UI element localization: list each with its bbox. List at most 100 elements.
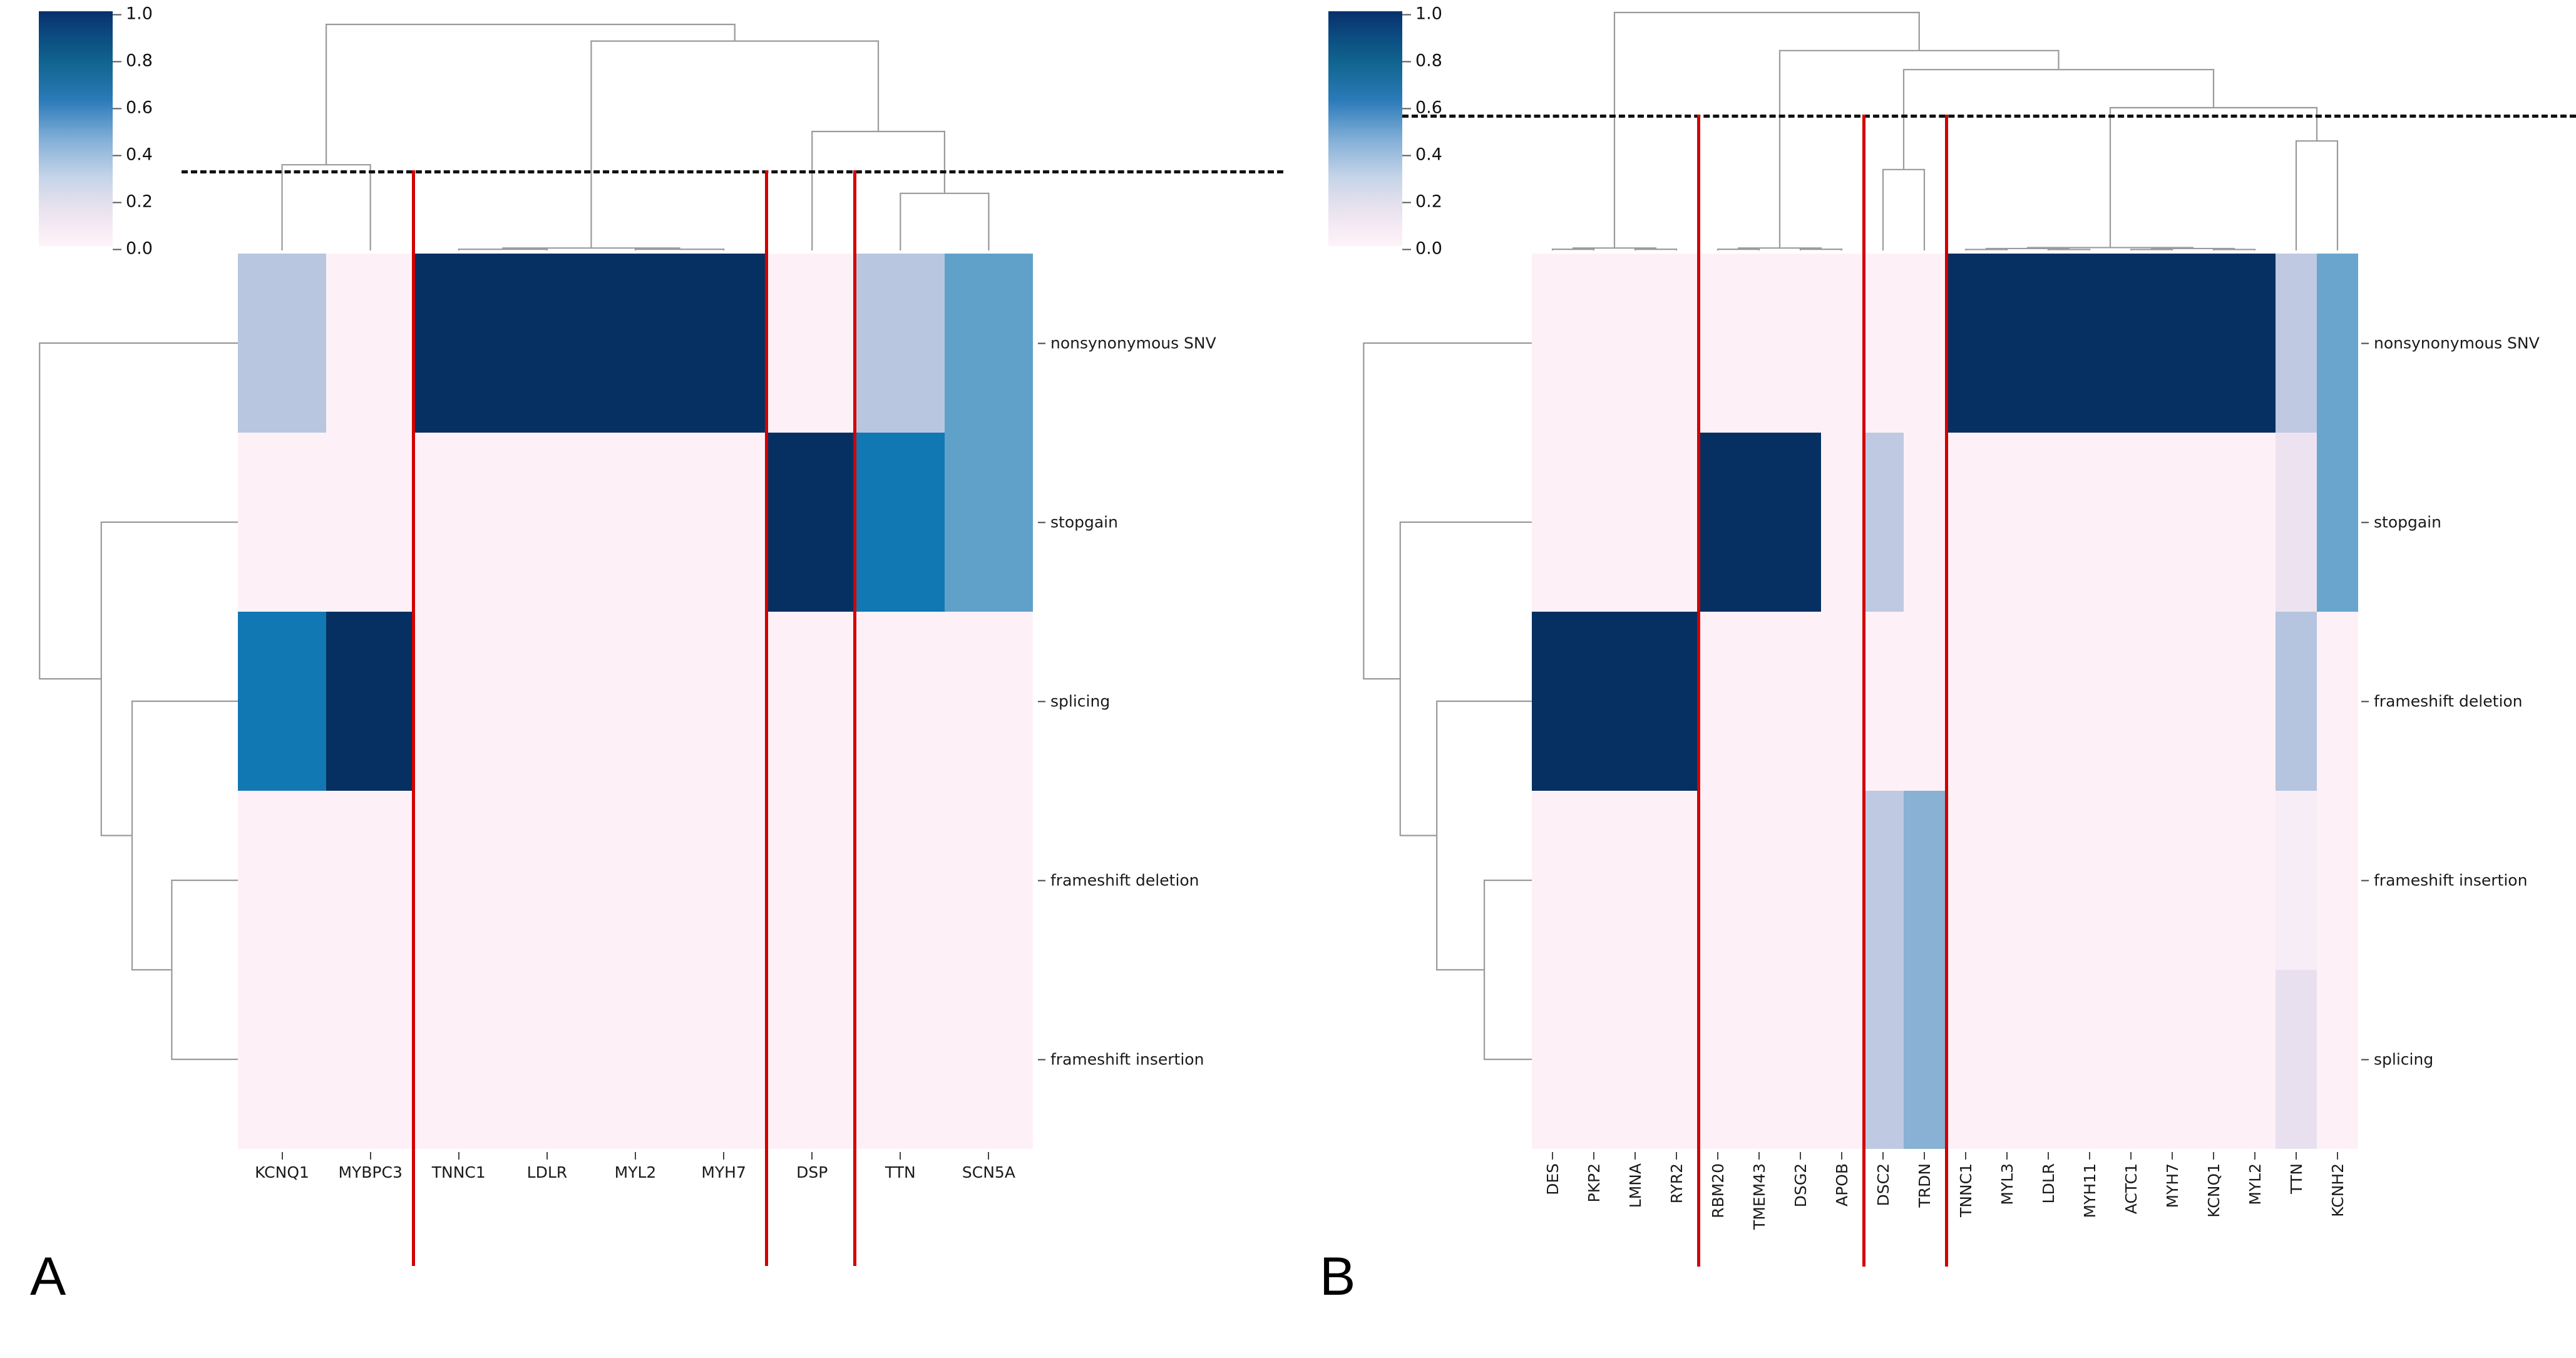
x-tick-text: MYH7 — [2163, 1163, 2182, 1208]
x-tick-label: TMEM43 — [1738, 1152, 1780, 1296]
y-tick-mark — [2361, 701, 2369, 702]
heatmap-cell — [856, 612, 945, 791]
x-tick-text: ACTC1 — [2122, 1163, 2140, 1215]
heatmap-cell — [2276, 970, 2317, 1149]
x-tick-mark — [900, 1152, 901, 1160]
y-tick-mark — [1038, 1059, 1045, 1060]
heatmap-cell — [1573, 970, 1614, 1149]
heatmap-cell — [2152, 433, 2193, 612]
heatmap-cell — [1780, 254, 1821, 433]
heatmap-cell — [856, 970, 945, 1149]
threshold-line-a — [182, 170, 1283, 173]
y-tick-text: frameshift deletion — [2374, 692, 2523, 711]
heatmap-cell — [1904, 254, 1945, 433]
heatmap-cell — [238, 612, 327, 791]
heatmap-cell — [1614, 791, 1656, 970]
heatmap-cell — [2069, 612, 2110, 791]
heatmap-cell — [1780, 791, 1821, 970]
heatmap-cell — [679, 970, 768, 1149]
heatmap-cell — [1821, 254, 1862, 433]
x-tick-text: LMNA — [1626, 1163, 1645, 1208]
x-tick-mark — [369, 1152, 371, 1160]
colorbar-tick-a-5: 0.0 — [113, 239, 153, 259]
heatmap-cell — [2276, 791, 2317, 970]
heatmap-cell — [2152, 791, 2193, 970]
x-tick-mark — [2337, 1152, 2338, 1160]
heatmap-cell — [1656, 612, 1697, 791]
heatmap-cell — [767, 254, 856, 433]
x-tick-label: MYL3 — [1986, 1152, 2028, 1296]
heatmap-cell — [1573, 254, 1614, 433]
colorbar-tick-a-2: 0.6 — [113, 98, 153, 118]
heatmap-cell — [2193, 791, 2234, 970]
x-tick-mark — [2296, 1152, 2297, 1160]
x-tick-label: MYL2 — [2234, 1152, 2276, 1296]
cut-line-a-2 — [765, 170, 768, 1266]
x-tick-label: LDLR — [503, 1152, 591, 1240]
heatmap-cell — [1780, 970, 1821, 1149]
x-tick-mark — [2048, 1152, 2049, 1160]
dendrogram-link — [2295, 140, 2339, 250]
y-tick-label: splicing — [1038, 692, 1110, 711]
x-tick-label: APOB — [1821, 1152, 1862, 1296]
heatmap-cell — [1656, 970, 1697, 1149]
colorbar-tick-b-2: 0.6 — [1402, 98, 1442, 118]
heatmap-cell — [503, 612, 592, 791]
heatmap-cell — [1738, 433, 1780, 612]
x-tick-mark — [1882, 1152, 1884, 1160]
heatmap-cell — [414, 254, 503, 433]
heatmap-cell — [1862, 970, 1904, 1149]
heatmap-cell — [1614, 433, 1656, 612]
heatmap-cell — [944, 433, 1033, 612]
x-tick-text: DSC2 — [1874, 1163, 1892, 1206]
heatmap-cell — [2193, 612, 2234, 791]
heatmap-cell — [1986, 791, 2028, 970]
y-tick-label: nonsynonymous SNV — [2361, 334, 2540, 352]
x-tick-mark — [458, 1152, 459, 1160]
heatmap-cell — [1904, 433, 1945, 612]
dendrogram-link — [1964, 249, 2008, 250]
heatmap-cell — [2234, 254, 2276, 433]
dendrogram-link — [811, 130, 945, 250]
heatmap-cell — [1697, 791, 1738, 970]
heatmap-cell — [414, 791, 503, 970]
y-tick-text: splicing — [1050, 692, 1111, 711]
x-tick-mark — [1634, 1152, 1636, 1160]
dendrogram-link — [2212, 249, 2256, 250]
heatmap-cell — [2028, 612, 2069, 791]
heatmap-cell — [1738, 970, 1780, 1149]
x-tick-mark — [634, 1152, 636, 1160]
column-dendrogram-b — [1551, 11, 2339, 250]
x-tick-mark — [1965, 1152, 1966, 1160]
cut-line-b-2 — [1862, 115, 1865, 1267]
heatmap-cell — [1904, 612, 1945, 791]
heatmap-cell — [1573, 612, 1614, 791]
x-tick-text: LDLR — [526, 1163, 568, 1181]
x-tick-label: TNNC1 — [414, 1152, 503, 1240]
colorbar-gradient-a — [39, 11, 113, 246]
x-tick-label: TTN — [856, 1152, 945, 1240]
heatmap-cell — [2028, 791, 2069, 970]
colorbar-tick-b-4: 0.2 — [1402, 192, 1442, 212]
row-dendrogram-a — [39, 342, 238, 1061]
heatmap-cell — [326, 433, 415, 612]
heatmap-cell — [503, 254, 592, 433]
heatmap-cell — [2317, 612, 2358, 791]
dendrogram-link — [1399, 521, 1532, 836]
heatmap-cell — [1986, 433, 2028, 612]
heatmap-cell — [2193, 970, 2234, 1149]
heatmap-cell — [238, 254, 327, 433]
heatmap-cell — [1614, 612, 1656, 791]
heatmap-cell — [2110, 612, 2152, 791]
x-tick-label: ACTC1 — [2110, 1152, 2152, 1296]
heatmap-cell — [326, 612, 415, 791]
colorbar-tick-a-0: 1.0 — [113, 4, 153, 24]
heatmap-cell — [1986, 254, 2028, 433]
y-tick-mark — [1038, 880, 1045, 881]
cut-line-b-3 — [1945, 115, 1948, 1267]
x-tick-text: MYBPC3 — [338, 1163, 403, 1181]
heatmap-cell — [767, 433, 856, 612]
